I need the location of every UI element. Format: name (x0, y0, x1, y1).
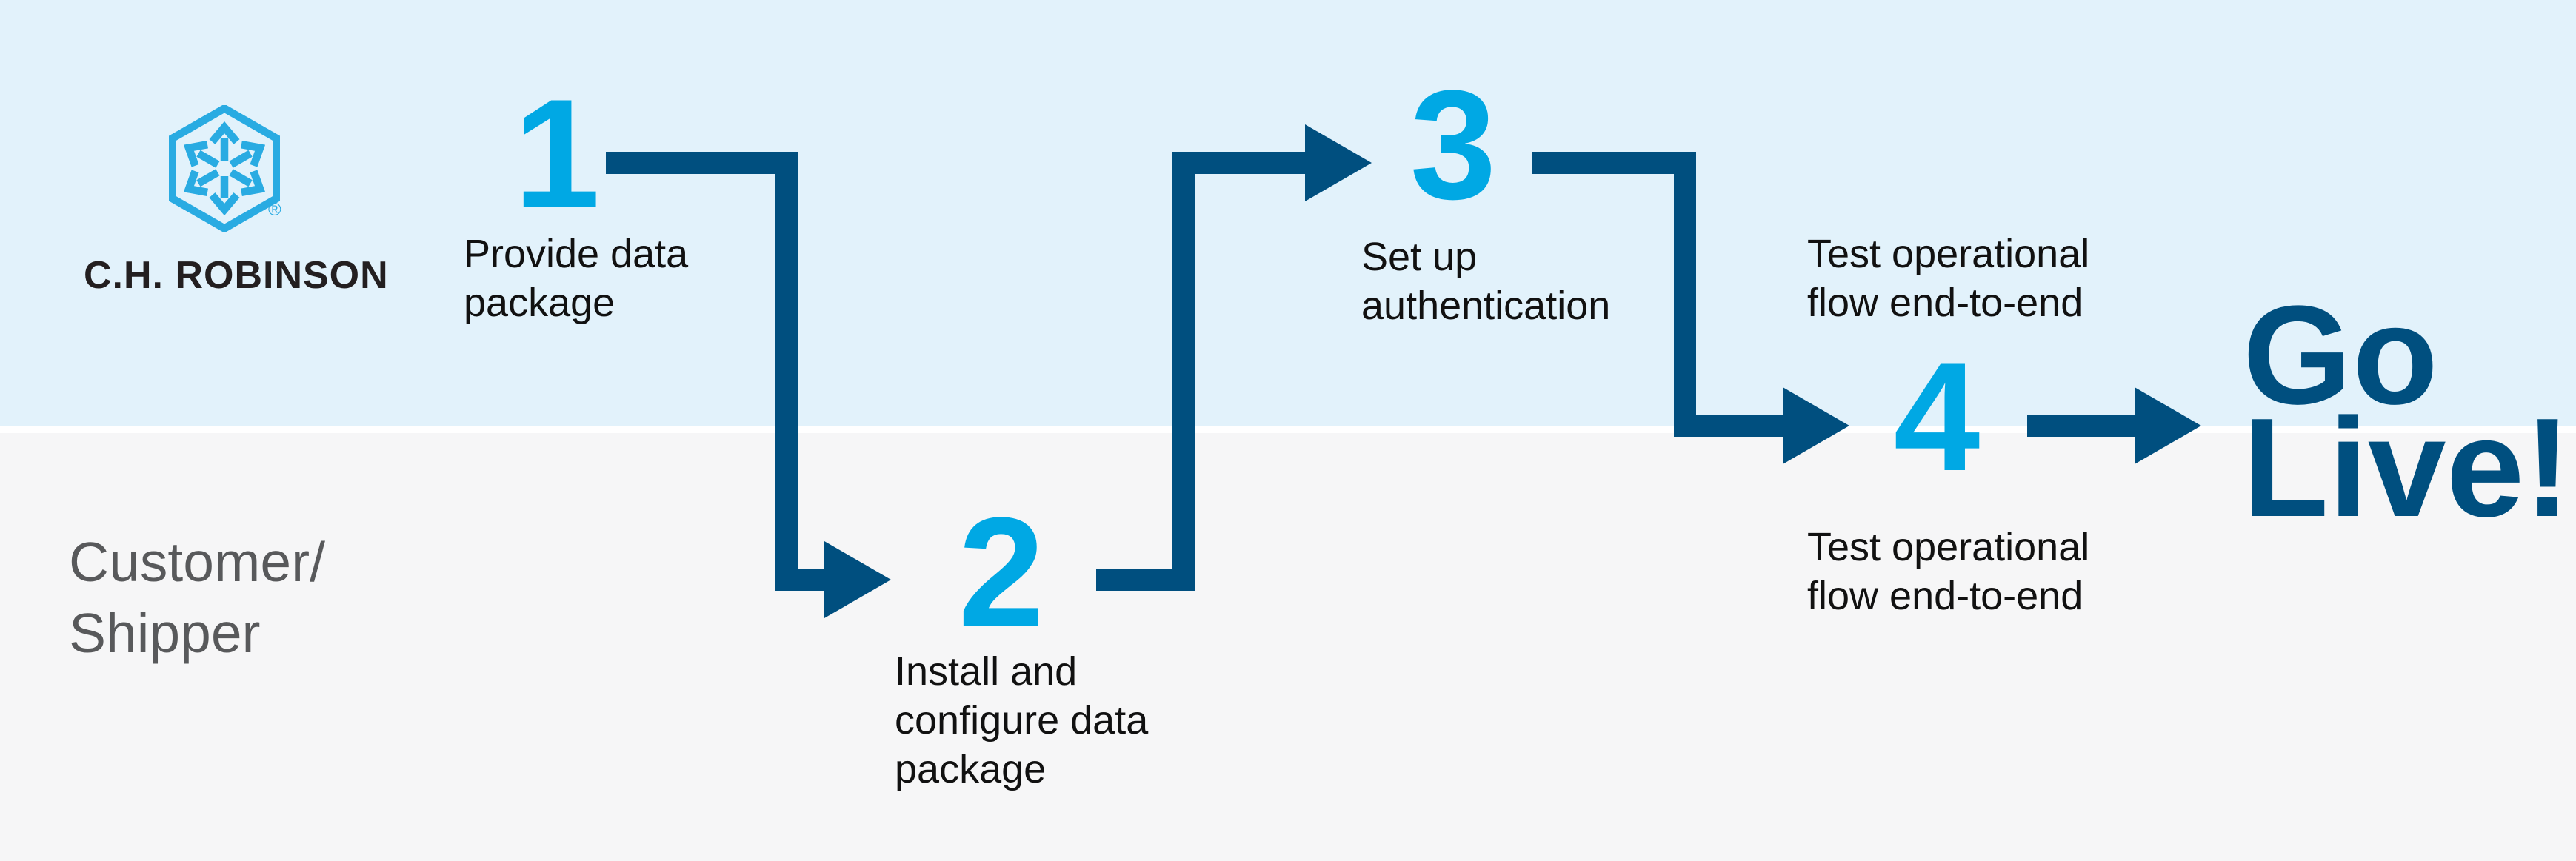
arrow-3-top-segment (1532, 152, 1696, 174)
arrow-3-down-segment (1674, 152, 1696, 437)
lane-chrobinson-band (0, 0, 2576, 426)
arrow-1-down-segment (775, 152, 798, 591)
arrowhead-right-icon (1783, 387, 1849, 464)
step-2-label: Install and configure data package (895, 649, 1149, 791)
lane-customer-band (0, 433, 2576, 861)
step-1-number: 1 (513, 67, 601, 241)
arrow-1-top-segment (606, 152, 798, 174)
arrow-2-top-segment (1172, 152, 1305, 174)
registered-trademark-mark: ® (268, 200, 281, 220)
arrow-1-bottom-segment (775, 569, 824, 591)
arrowhead-right-icon (824, 541, 891, 618)
arrow-2-up-segment (1172, 152, 1195, 591)
step-3-label: Set up authentication (1361, 235, 1611, 328)
chrobinson-hexagon-logo-icon (169, 105, 280, 232)
lane-divider (0, 426, 2576, 433)
arrowhead-right-icon (2135, 387, 2201, 464)
step-4-label-top: Test operational flow end-to-end (1807, 232, 2090, 325)
step-2-number: 2 (958, 485, 1045, 659)
chrobinson-wordmark: C.H. ROBINSON (84, 254, 389, 297)
arrowhead-right-icon (1305, 124, 1372, 201)
lane-label-customer-shipper: Customer/ Shipper (69, 531, 325, 664)
go-live-label: Go Live! (2243, 277, 2572, 546)
step-1-label: Provide data package (464, 232, 689, 325)
step-4-number: 4 (1893, 329, 1981, 503)
arrow-3-mid-segment (1674, 415, 1783, 437)
step-4-label-bottom: Test operational flow end-to-end (1807, 525, 2090, 618)
step-3-number: 3 (1409, 58, 1497, 232)
arrow-4-segment (2027, 415, 2135, 437)
